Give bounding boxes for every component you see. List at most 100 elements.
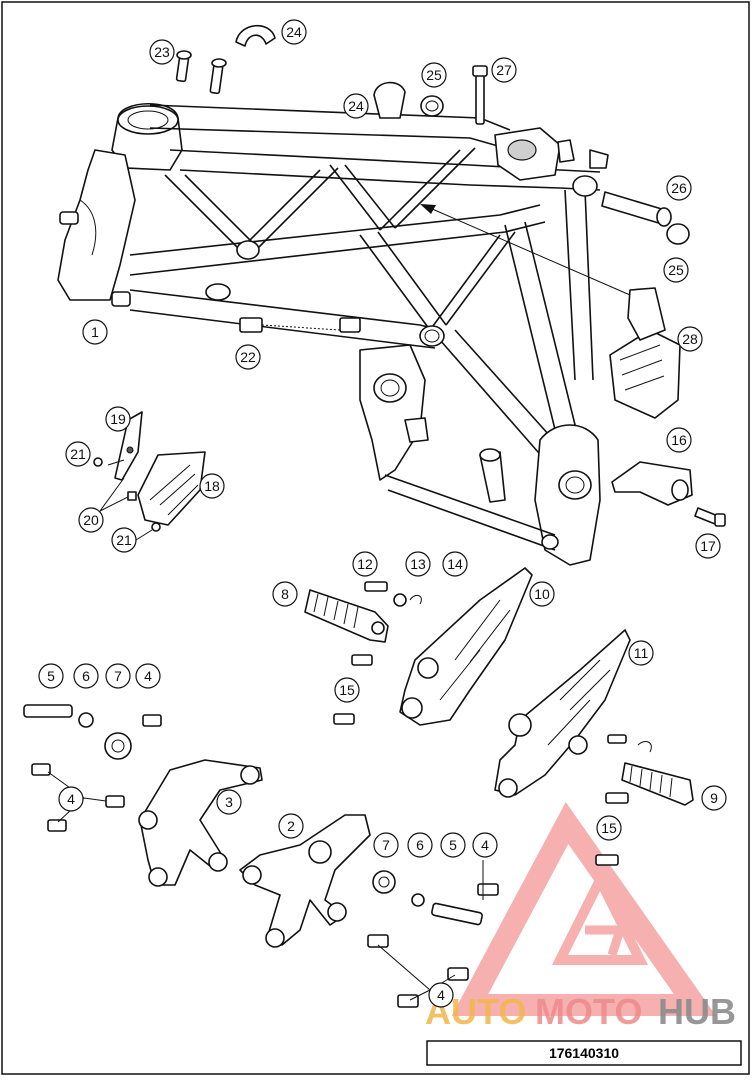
heel-guard-10: [399, 567, 533, 726]
svg-text:28: 28: [682, 331, 698, 347]
callout-24-b: 24: [343, 93, 369, 119]
callout-21-b: 21: [111, 527, 137, 553]
svg-text:27: 27: [496, 62, 512, 78]
nut-20: [127, 491, 137, 501]
diagram-number-box: [426, 1040, 742, 1066]
pin-5-left: [23, 704, 73, 718]
svg-text:4: 4: [481, 837, 489, 853]
svg-text:11: 11: [634, 645, 649, 661]
bracket-28: [609, 329, 681, 419]
svg-text:16: 16: [671, 432, 687, 448]
clip-14: [409, 594, 422, 605]
watermark-hub: HUB: [658, 991, 736, 1032]
svg-text:4: 4: [437, 987, 445, 1003]
bushing-7-left: [104, 732, 132, 760]
svg-text:19: 19: [110, 411, 126, 427]
callout-21-a: 21: [65, 441, 91, 467]
callout-25-b: 25: [663, 257, 689, 283]
washer-6-left: [78, 712, 94, 728]
callout-4-b: 4: [58, 786, 84, 812]
watermark-moto: MOTO: [535, 991, 642, 1032]
bolt-15-a: [351, 654, 373, 666]
callout-6-b: 6: [407, 832, 433, 858]
svg-text:25: 25: [426, 67, 442, 83]
svg-text:21: 21: [70, 446, 86, 462]
callout-14: 14: [442, 551, 468, 577]
callout-23: 23: [149, 39, 175, 65]
bolt-4-right: [477, 883, 499, 896]
svg-text:22: 22: [240, 349, 256, 365]
screw-21-upper: [93, 457, 103, 467]
svg-text:10: 10: [534, 586, 550, 602]
callout-6-a: 6: [73, 663, 99, 689]
callout-15-a: 15: [334, 677, 360, 703]
bolt-17: [694, 507, 726, 527]
svg-text:4: 4: [144, 668, 152, 684]
callout-5-b: 5: [440, 832, 466, 858]
heel-guard-11: [494, 629, 631, 796]
svg-text:15: 15: [339, 682, 355, 698]
cover-18: [137, 451, 206, 526]
callout-8: 8: [272, 581, 298, 607]
callout-3: 3: [216, 789, 242, 815]
footpeg-9: [621, 762, 694, 806]
screw-21-lower: [151, 522, 161, 532]
axle-26: [601, 191, 666, 225]
svg-text:6: 6: [82, 668, 90, 684]
pin-5-right: [431, 902, 483, 926]
callout-4-a: 4: [135, 663, 161, 689]
svg-text:3: 3: [225, 794, 233, 810]
svg-text:15: 15: [601, 820, 617, 836]
bolt-4-right-left: [142, 714, 162, 727]
svg-text:18: 18: [204, 478, 220, 494]
cap-25-upper: [420, 95, 444, 117]
callout-28: 28: [677, 326, 703, 352]
svg-text:4: 4: [67, 791, 75, 807]
callout-4-d: 4: [428, 982, 454, 1008]
svg-text:2: 2: [287, 818, 295, 834]
svg-text:17: 17: [700, 538, 716, 554]
svg-text:24: 24: [286, 24, 302, 40]
callout-11: 11: [628, 640, 654, 666]
footpeg-8: [304, 589, 389, 643]
callout-9: 9: [701, 785, 727, 811]
frame-assembly: [57, 102, 609, 566]
callout-13: 13: [405, 551, 431, 577]
svg-text:7: 7: [382, 837, 390, 853]
svg-text:9: 9: [710, 790, 718, 806]
callout-4-c: 4: [472, 832, 498, 858]
bolt-27: [472, 65, 488, 125]
bushing-24-upper: [235, 24, 276, 47]
bolt-23: [175, 50, 227, 95]
svg-text:14: 14: [447, 556, 463, 572]
bolt-15-b: [333, 713, 355, 725]
callout-22: 22: [235, 344, 261, 370]
plate-19: [114, 411, 143, 481]
watermark-logo: [451, 802, 717, 1016]
callout-24-a: 24: [281, 19, 307, 45]
svg-text:5: 5: [449, 837, 457, 853]
svg-text:7: 7: [114, 668, 122, 684]
svg-text:23: 23: [154, 44, 170, 60]
callout-10: 10: [529, 581, 555, 607]
svg-text:5: 5: [47, 668, 55, 684]
svg-text:13: 13: [410, 556, 426, 572]
svg-text:12: 12: [357, 556, 373, 572]
svg-text:26: 26: [671, 180, 687, 196]
callout-17: 17: [695, 533, 721, 559]
callout-2: 2: [278, 813, 304, 839]
callout-25-a: 25: [421, 62, 447, 88]
svg-text:24: 24: [348, 98, 364, 114]
svg-text:6: 6: [416, 837, 424, 853]
callout-26: 26: [666, 175, 692, 201]
svg-text:1: 1: [91, 324, 99, 340]
callout-20: 20: [78, 507, 104, 533]
callout-16: 16: [666, 427, 692, 453]
callout-5-a: 5: [38, 663, 64, 689]
svg-text:20: 20: [83, 512, 99, 528]
washer-6-right: [411, 893, 425, 907]
callout-18: 18: [199, 473, 225, 499]
